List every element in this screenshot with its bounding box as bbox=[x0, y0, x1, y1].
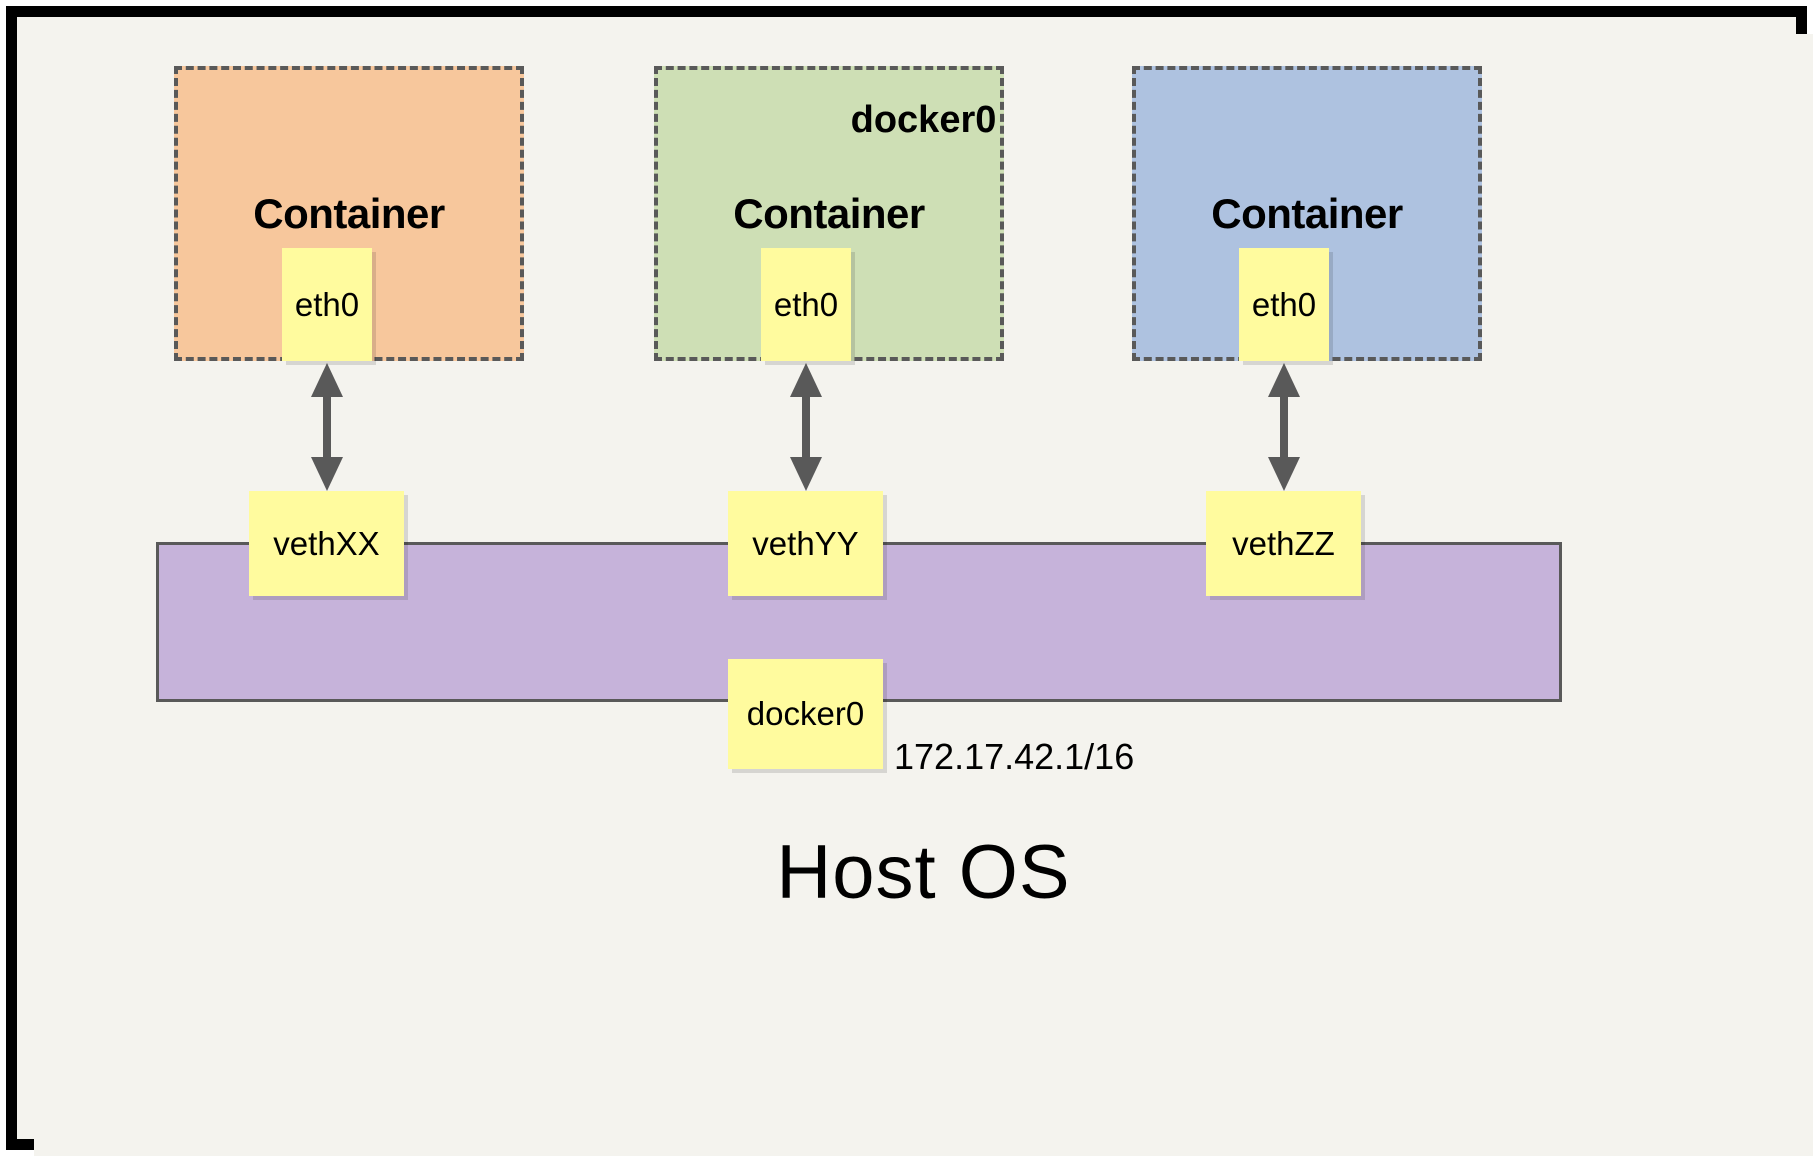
docker0-bridge-label: docker0 bbox=[850, 99, 997, 141]
veth-box-1: vethXX bbox=[249, 491, 404, 596]
veth-box-3: vethZZ bbox=[1206, 491, 1361, 596]
eth0-label-3: eth0 bbox=[1251, 285, 1317, 323]
docker0-interface-label: docker0 bbox=[746, 695, 865, 732]
veth-label-1: vethXX bbox=[273, 524, 380, 562]
double-arrow-icon-3 bbox=[1268, 363, 1300, 491]
container-title-2: Container bbox=[733, 190, 925, 237]
double-arrow-icon-2 bbox=[790, 363, 822, 491]
eth0-label-2: eth0 bbox=[773, 285, 839, 323]
container-title-1: Container bbox=[253, 190, 445, 237]
eth0-box-2: eth0 bbox=[761, 248, 851, 361]
diagram-frame: Container eth0 Container eth0 Container … bbox=[6, 6, 1813, 1156]
eth0-box-1: eth0 bbox=[282, 248, 372, 361]
veth-box-2: vethYY bbox=[728, 491, 883, 596]
docker0-ip-label: 172.17.42.1/16 bbox=[894, 736, 1135, 777]
veth-label-2: vethYY bbox=[752, 524, 859, 562]
container-title-3: Container bbox=[1211, 190, 1403, 237]
veth-label-3: vethZZ bbox=[1232, 524, 1335, 562]
double-arrow-icon-1 bbox=[311, 363, 343, 491]
host-os-area: Container eth0 Container eth0 Container … bbox=[34, 34, 1813, 1156]
docker0-interface-box: docker0 bbox=[728, 659, 883, 769]
eth0-label-1: eth0 bbox=[294, 285, 360, 323]
eth0-box-3: eth0 bbox=[1239, 248, 1329, 361]
host-os-label: Host OS bbox=[776, 830, 1071, 915]
